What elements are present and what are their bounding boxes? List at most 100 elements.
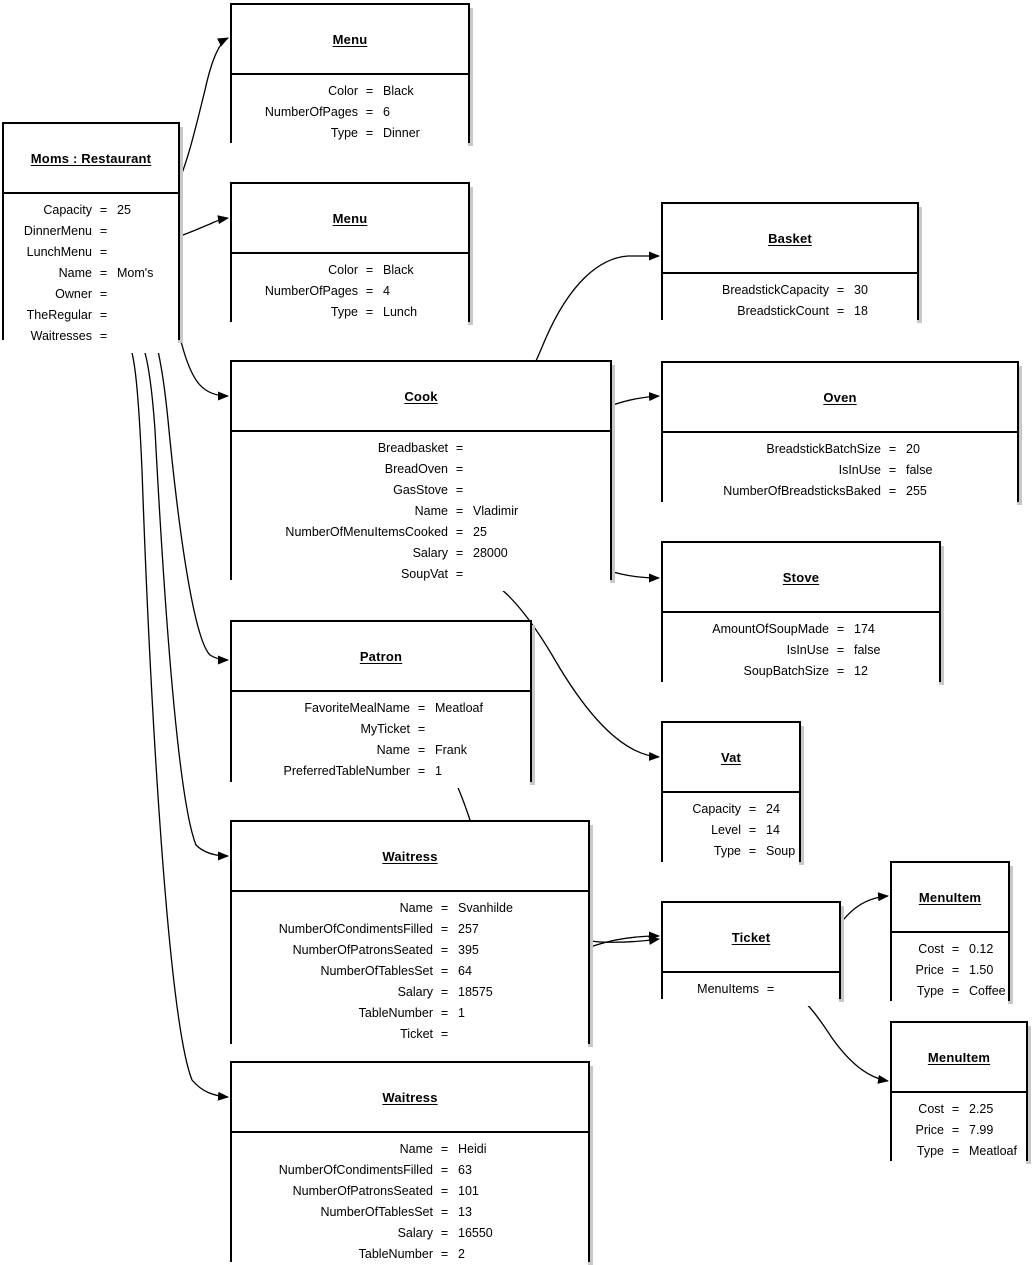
attribute-name: LunchMenu — [26, 245, 92, 259]
object-attributes: Breadbasket=BreadOven=GasStove=Name=Vlad… — [232, 432, 610, 591]
object-title-pane: Menu — [232, 184, 468, 254]
attribute-equals-sign: = — [440, 922, 449, 936]
attribute-equals-sign: = — [99, 266, 108, 280]
attribute-name: Name — [399, 1142, 433, 1156]
object-title: Patron — [359, 648, 403, 664]
attribute-value: Heidi — [458, 1142, 487, 1156]
attribute-row: Name=Svanhilde — [232, 898, 588, 919]
attribute-row: Salary=16550 — [232, 1223, 588, 1244]
attribute-row: SoupVat= — [232, 564, 610, 585]
attribute-row: PreferredTableNumber=1 — [232, 761, 530, 782]
attribute-equals-sign: = — [440, 1163, 449, 1177]
attribute-name: TableNumber — [358, 1247, 433, 1261]
attribute-equals-sign: = — [365, 84, 374, 98]
attribute-name: GasStove — [393, 483, 448, 497]
attribute-name: Salary — [412, 546, 448, 560]
attribute-equals-sign: = — [440, 985, 449, 999]
attribute-name: Capacity — [43, 203, 92, 217]
attribute-equals-sign: = — [99, 203, 108, 217]
attribute-row: Type=Dinner — [232, 123, 468, 144]
attribute-equals-sign: = — [440, 1226, 449, 1240]
attribute-value: false — [906, 463, 933, 477]
object-title-pane: Vat — [663, 723, 799, 793]
attribute-equals-sign: = — [365, 263, 374, 277]
attribute-name: Type — [916, 984, 944, 998]
attribute-row: Cost=0.12 — [892, 939, 1008, 960]
attribute-name: BreadstickBatchSize — [766, 442, 881, 456]
attribute-row: Name=Heidi — [232, 1139, 588, 1160]
attribute-value: 257 — [458, 922, 479, 936]
attribute-name: DinnerMenu — [23, 224, 92, 238]
attribute-value: Black — [383, 84, 414, 98]
attribute-row: Type=Lunch — [232, 302, 468, 323]
attribute-row: Type=Meatloaf — [892, 1141, 1026, 1162]
attribute-equals-sign: = — [99, 224, 108, 238]
attribute-row: NumberOfTablesSet=64 — [232, 961, 588, 982]
attribute-equals-sign: = — [440, 943, 449, 957]
attribute-value: 14 — [766, 823, 780, 837]
attribute-value: 174 — [854, 622, 875, 636]
object-title-pane: Oven — [663, 363, 1017, 433]
attribute-name: Price — [915, 963, 944, 977]
attribute-equals-sign: = — [455, 525, 464, 539]
attribute-value: 25 — [473, 525, 487, 539]
attribute-row: BreadstickCount=18 — [663, 301, 917, 322]
attribute-equals-sign: = — [440, 1006, 449, 1020]
attribute-row: LunchMenu= — [4, 242, 178, 263]
attribute-name: Waitresses — [30, 329, 92, 343]
attribute-name: Breadbasket — [377, 441, 448, 455]
attribute-name: Type — [916, 1144, 944, 1158]
connector-restaurant-waitress-2 — [117, 327, 229, 1101]
attribute-value: 18575 — [458, 985, 493, 999]
attribute-row: Salary=18575 — [232, 982, 588, 1003]
attribute-equals-sign: = — [748, 823, 757, 837]
attribute-row: AmountOfSoupMade=174 — [663, 619, 939, 640]
attribute-name: NumberOfCondimentsFilled — [278, 922, 433, 936]
attribute-row: BreadOven= — [232, 459, 610, 480]
attribute-equals-sign: = — [417, 743, 426, 757]
attribute-value: 1.50 — [969, 963, 994, 977]
attribute-equals-sign: = — [417, 722, 426, 736]
attribute-equals-sign: = — [951, 942, 960, 956]
attribute-name: NumberOfTablesSet — [320, 1205, 433, 1219]
attribute-name: TheRegular — [26, 308, 92, 322]
attribute-name: Name — [58, 266, 92, 280]
attribute-value: 4 — [383, 284, 390, 298]
attribute-value: 7.99 — [969, 1123, 994, 1137]
attribute-name: BreadOven — [384, 462, 448, 476]
object-title: Moms : Restaurant — [30, 150, 152, 166]
attribute-equals-sign: = — [440, 1027, 449, 1041]
object-title-pane: Menu — [232, 5, 468, 75]
attribute-row: IsInUse=false — [663, 640, 939, 661]
attribute-equals-sign: = — [417, 764, 426, 778]
object-title-pane: Waitress — [232, 822, 588, 892]
attribute-row: Price=1.50 — [892, 960, 1008, 981]
attribute-equals-sign: = — [365, 284, 374, 298]
attribute-value: 1 — [458, 1006, 465, 1020]
attribute-value: Black — [383, 263, 414, 277]
object-title: Waitress — [382, 848, 438, 864]
attribute-equals-sign: = — [836, 283, 845, 297]
attribute-value: false — [854, 643, 881, 657]
attribute-name: NumberOfPages — [264, 105, 358, 119]
attribute-equals-sign: = — [951, 1102, 960, 1116]
attribute-name: MyTicket — [360, 722, 410, 736]
attribute-value: 0.12 — [969, 942, 994, 956]
